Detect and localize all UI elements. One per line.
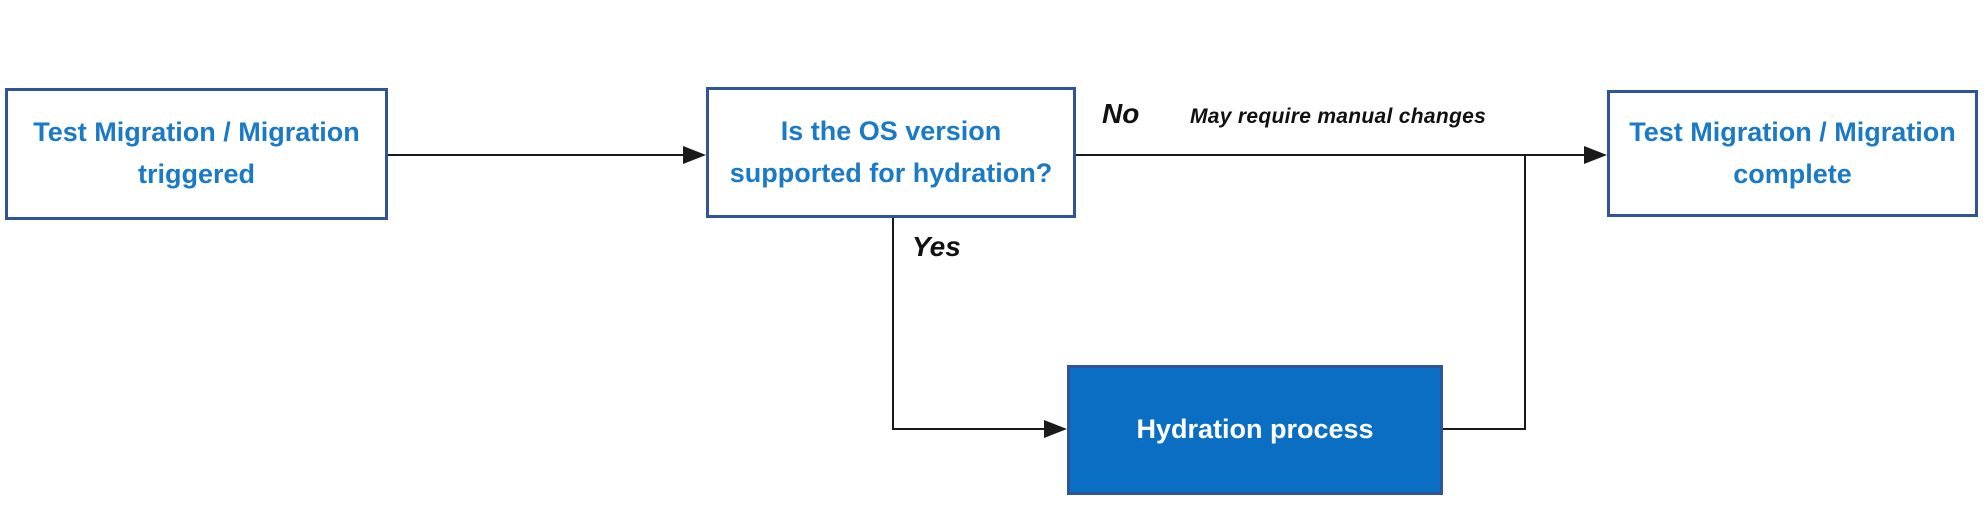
connector-process-join-vertical-line [1524, 154, 1526, 430]
connector-no-branch-line [1076, 154, 1586, 156]
arrowhead-into-decision-icon [683, 146, 706, 164]
node-label: Test Migration / Migration triggered [33, 117, 360, 189]
node-migration-complete: Test Migration / Migration complete [1607, 90, 1978, 217]
node-label: Is the OS version supported for hydratio… [729, 115, 1053, 188]
edge-label-manual-changes-note: May require manual changes [1190, 105, 1487, 128]
node-label: Hydration process [1136, 414, 1374, 445]
connector-process-return-line [1443, 428, 1526, 430]
arrowhead-into-complete-icon [1584, 146, 1607, 164]
edge-label-yes: Yes [912, 231, 961, 262]
connector-yes-branch-horizontal-line [892, 428, 1046, 430]
connector-start-to-decision-line [388, 154, 684, 156]
arrowhead-into-process-icon [1044, 420, 1067, 438]
node-hydration-process: Hydration process [1067, 365, 1443, 495]
node-os-version-decision: Is the OS version supported for hydratio… [706, 87, 1076, 218]
node-test-migration-triggered: Test Migration / Migration triggered [5, 88, 388, 220]
node-label: Test Migration / Migration complete [1629, 116, 1956, 189]
connector-yes-branch-vertical-line [892, 218, 894, 430]
edge-label-no: No [1102, 98, 1140, 129]
